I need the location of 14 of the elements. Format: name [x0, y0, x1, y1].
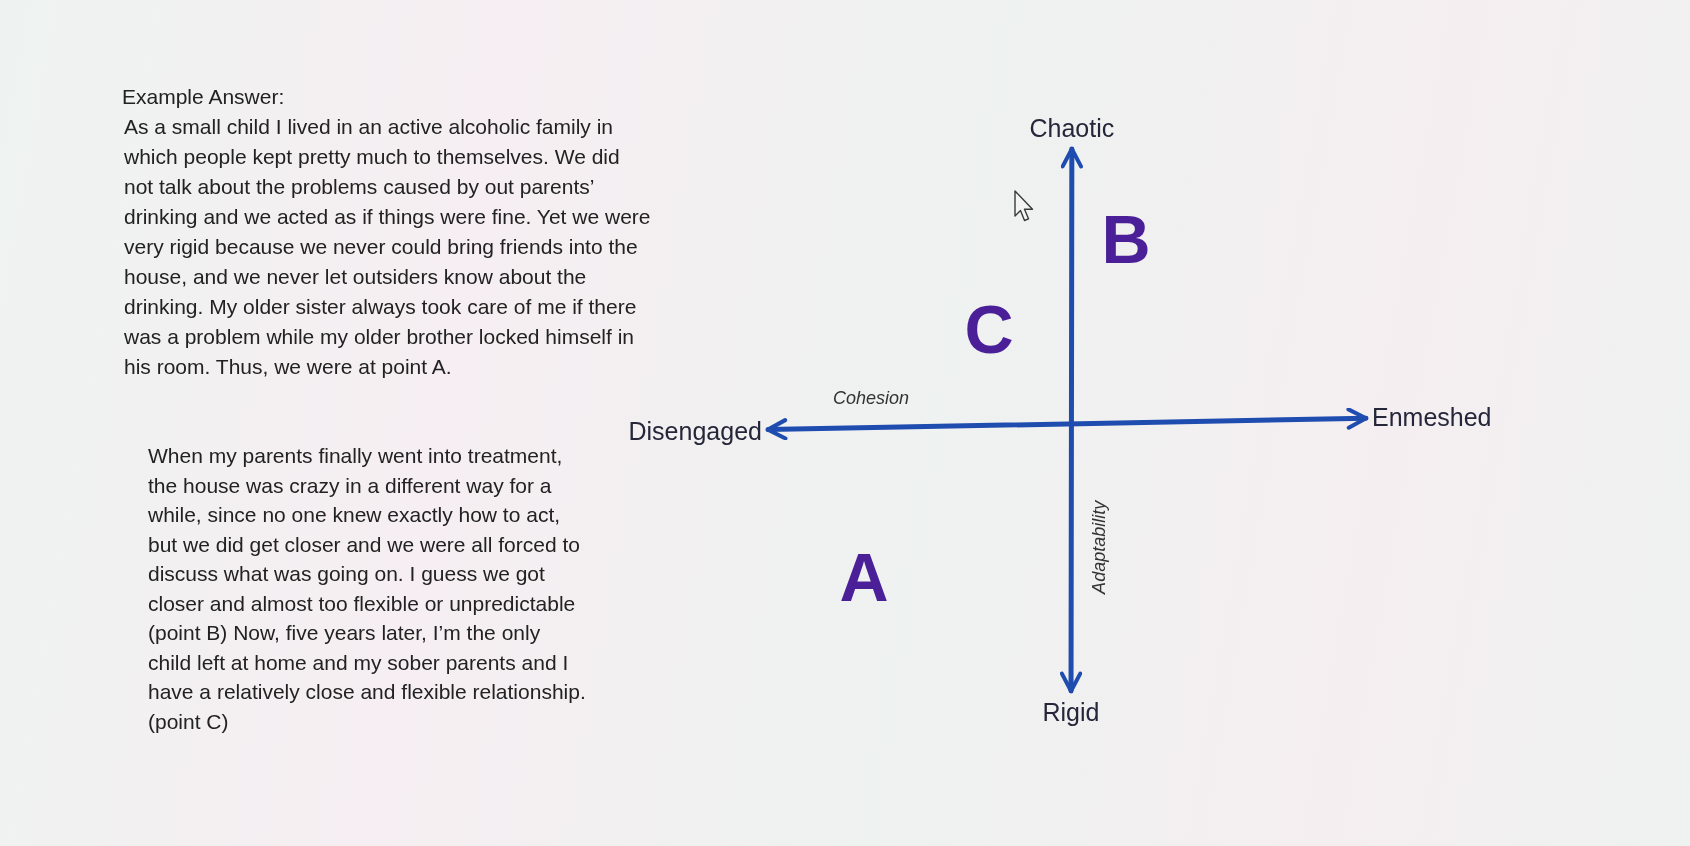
axis-pole-label: Rigid — [1042, 697, 1100, 727]
edge-label: Adaptability — [1088, 500, 1110, 594]
double-headed-arrow — [1059, 146, 1083, 694]
axis-pole-label: Disengaged — [628, 416, 762, 446]
point-letter: C — [964, 295, 1014, 363]
point-letter: B — [1101, 205, 1151, 273]
double-headed-arrow — [765, 407, 1369, 441]
axis-pole-label: Enmeshed — [1372, 402, 1492, 432]
axis-pole-label: Chaotic — [1029, 113, 1115, 143]
answer-paragraph: When my parents finally went into treatment, the house was crazy in a different way for a while, since no one knew exactly how to act, but we did get closer and we were all forced to discuss what was going on. I guess we got closer and almost too flexible or unpredictable (point B) Now, five years later, I’m the only child left at home and my sober parents and I have a relatively close and flexible relationship. (point C) — [148, 443, 587, 735]
answer-heading: Example Answer: — [122, 84, 285, 110]
edge-label: Cohesion — [833, 387, 910, 409]
point-letter: A — [839, 543, 889, 611]
answer-paragraph: As a small child I lived in an active alcoholic family in which people kept pretty much to themselves. We did not talk about the problems caused by out parents’ drinking and we acted as if things were fine. Yet we were very rigid because we never could bring friends into the house, and we never let outsiders know about the drinking. My older sister always took care of me if there was a problem while my older brother locked himself in his room. Thus, we were at point A. — [124, 114, 652, 380]
